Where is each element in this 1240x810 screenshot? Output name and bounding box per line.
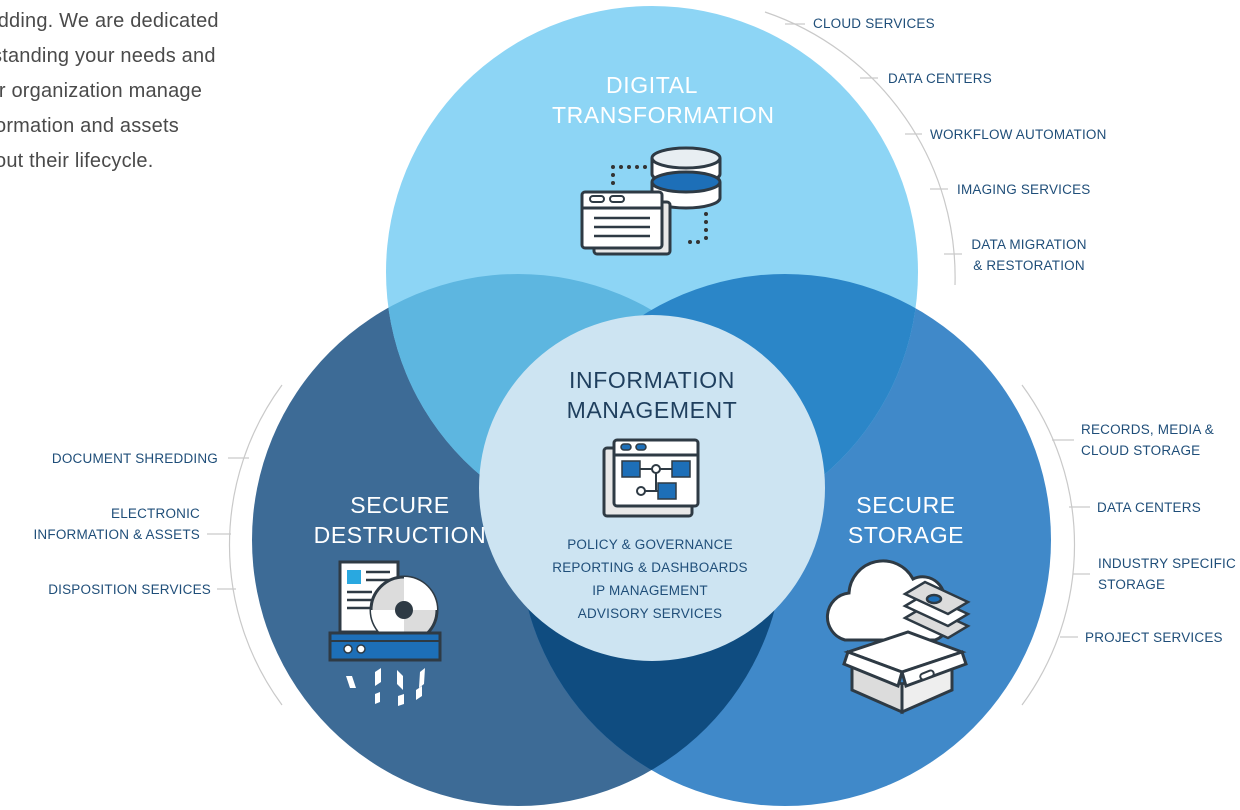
service-label: PROJECT SERVICES [1085,630,1223,645]
service-label: POLICY & GOVERNANCE [567,537,733,552]
secure-destruction-title: SECURE DESTRUCTION [313,492,487,548]
service-label: REPORTING & DASHBOARDS [552,560,748,575]
intro-line: standing your needs and [0,45,216,67]
cloud-storage-box-icon [825,559,971,715]
information-management-services: POLICY & GOVERNANCE REPORTING & DASHBOAR… [530,533,770,625]
service-label: WORKFLOW AUTOMATION [930,127,1107,142]
storage-services-arc [1021,384,1076,706]
service-label-multiline: RECORDS, MEDIA & CLOUD STORAGE [1081,422,1214,458]
intro-line: out their lifecycle. [0,150,154,172]
service-label-multiline: DATA MIGRATION & RESTORATION [971,237,1087,273]
service-label: DOCUMENT SHREDDING [51,451,218,466]
service-label: DISPOSITION SERVICES [48,582,211,597]
information-management-title: INFORMATION MANAGEMENT [566,367,738,423]
service-label: IP MANAGEMENT [592,583,708,598]
service-label: DATA CENTERS [888,71,992,86]
destruction-tick-lines [207,457,249,590]
digital-transformation-title: DIGITAL TRANSFORMATION [552,72,775,128]
service-label-multiline: ELECTRONIC INFORMATION & ASSETS [33,506,200,542]
intro-paragraph: shredding. We are dedicated standing you… [0,0,300,200]
digital-tick-lines [785,23,962,255]
service-label-multiline: INDUSTRY SPECIFIC STORAGE [1098,556,1236,592]
database-window-icon [580,146,722,256]
service-label: IMAGING SERVICES [957,182,1091,197]
intro-line: ormation and assets [0,115,179,137]
service-label: CLOUD SERVICES [813,16,935,31]
service-label: DATA CENTERS [1097,500,1201,515]
secure-storage-title: SECURE STORAGE [847,492,965,548]
intro-line: shredding. We are dedicated [0,10,219,32]
digital-services-arc [764,11,956,286]
intro-line: your organization manage [0,80,203,102]
storage-tick-lines [1052,439,1090,638]
shredder-icon [328,560,442,706]
destruction-services-arc [228,384,283,706]
service-label: ADVISORY SERVICES [577,606,723,621]
flowchart-window-icon [602,438,700,518]
